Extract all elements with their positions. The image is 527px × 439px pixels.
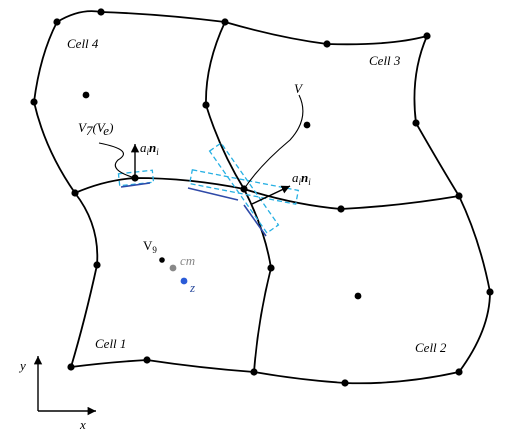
normal-i: i xyxy=(299,177,302,187)
mesh-vertex xyxy=(341,379,349,387)
mesh-vertex xyxy=(202,101,210,109)
mesh-vertex xyxy=(455,368,463,376)
mesh-vertex xyxy=(97,8,105,16)
normal-label-left: aini xyxy=(140,140,159,157)
mesh-vertex xyxy=(423,32,431,40)
mesh-vertex xyxy=(250,368,258,376)
point-label-v: V xyxy=(294,81,304,96)
mesh-edge-vertical-bottom xyxy=(243,188,272,373)
axis-label-x: x xyxy=(79,417,86,432)
cell-label-4: Cell 4 xyxy=(67,36,99,51)
v7-sub: 7 xyxy=(86,123,93,138)
normal-a: a xyxy=(140,140,147,155)
normal-n: n xyxy=(149,140,156,155)
cell-center-3 xyxy=(303,121,311,129)
mesh-vertex xyxy=(323,40,331,48)
mesh-boundary-bottom xyxy=(70,359,460,385)
mesh-vertex xyxy=(143,356,151,364)
cell-center-2 xyxy=(354,292,362,300)
v9-main: V xyxy=(143,238,153,253)
point-label-cm: cm xyxy=(180,253,195,268)
normal-arrow-right xyxy=(251,185,291,205)
mesh-vertex xyxy=(221,18,229,26)
mesh-edge-horizontal-left xyxy=(74,177,245,194)
face-box-horizontal xyxy=(188,169,300,205)
face-line-left xyxy=(120,182,151,188)
mesh-boundary-right xyxy=(413,35,491,373)
face-line-vertical xyxy=(243,204,267,237)
mesh-vertex xyxy=(412,119,420,127)
mesh-edge-vertical-top xyxy=(205,21,245,190)
z-point xyxy=(180,277,188,285)
point-label-v9: V9 xyxy=(143,238,157,255)
mesh-vertex xyxy=(93,261,101,269)
normal-i: i xyxy=(147,147,150,157)
mesh-vertex xyxy=(30,98,38,106)
mesh-vertex xyxy=(486,288,494,296)
point-label-v7: V7(Ve) xyxy=(78,120,113,138)
mesh-vertex xyxy=(53,18,61,26)
normal-i2: i xyxy=(308,177,311,187)
mesh-boundary-top xyxy=(56,10,428,46)
mesh-vertex xyxy=(337,205,345,213)
leader-v xyxy=(243,94,304,190)
leader-v7 xyxy=(98,142,136,179)
normal-n: n xyxy=(301,170,308,185)
normal-a: a xyxy=(292,170,299,185)
axis-label-y: y xyxy=(18,358,26,373)
v7-paren-close: ) xyxy=(108,120,113,135)
cell-label-1: Cell 1 xyxy=(95,336,126,351)
face-line-horizontal xyxy=(187,187,239,201)
cm-point xyxy=(169,264,177,272)
mesh-boundary-left xyxy=(33,21,99,368)
cell-label-3: Cell 3 xyxy=(369,53,401,68)
mesh-vertices xyxy=(30,8,494,387)
mesh-vertex xyxy=(267,264,275,272)
v7-paren-open: (V xyxy=(92,120,106,135)
mesh-vertex xyxy=(67,363,75,371)
cell-center-1-v9 xyxy=(159,257,165,263)
cell-center-4 xyxy=(82,91,90,99)
v7-main: V xyxy=(78,120,88,135)
v7-paren-sub: e xyxy=(103,123,109,138)
mesh-vertex xyxy=(455,192,463,200)
normal-i2: i xyxy=(156,147,159,157)
mesh-vertex xyxy=(71,189,79,197)
point-label-z: z xyxy=(189,280,195,295)
cell-label-2: Cell 2 xyxy=(415,340,447,355)
face-box-vertical xyxy=(208,142,280,234)
normal-label-right: aini xyxy=(292,170,311,187)
v9-sub: 9 xyxy=(152,245,157,255)
